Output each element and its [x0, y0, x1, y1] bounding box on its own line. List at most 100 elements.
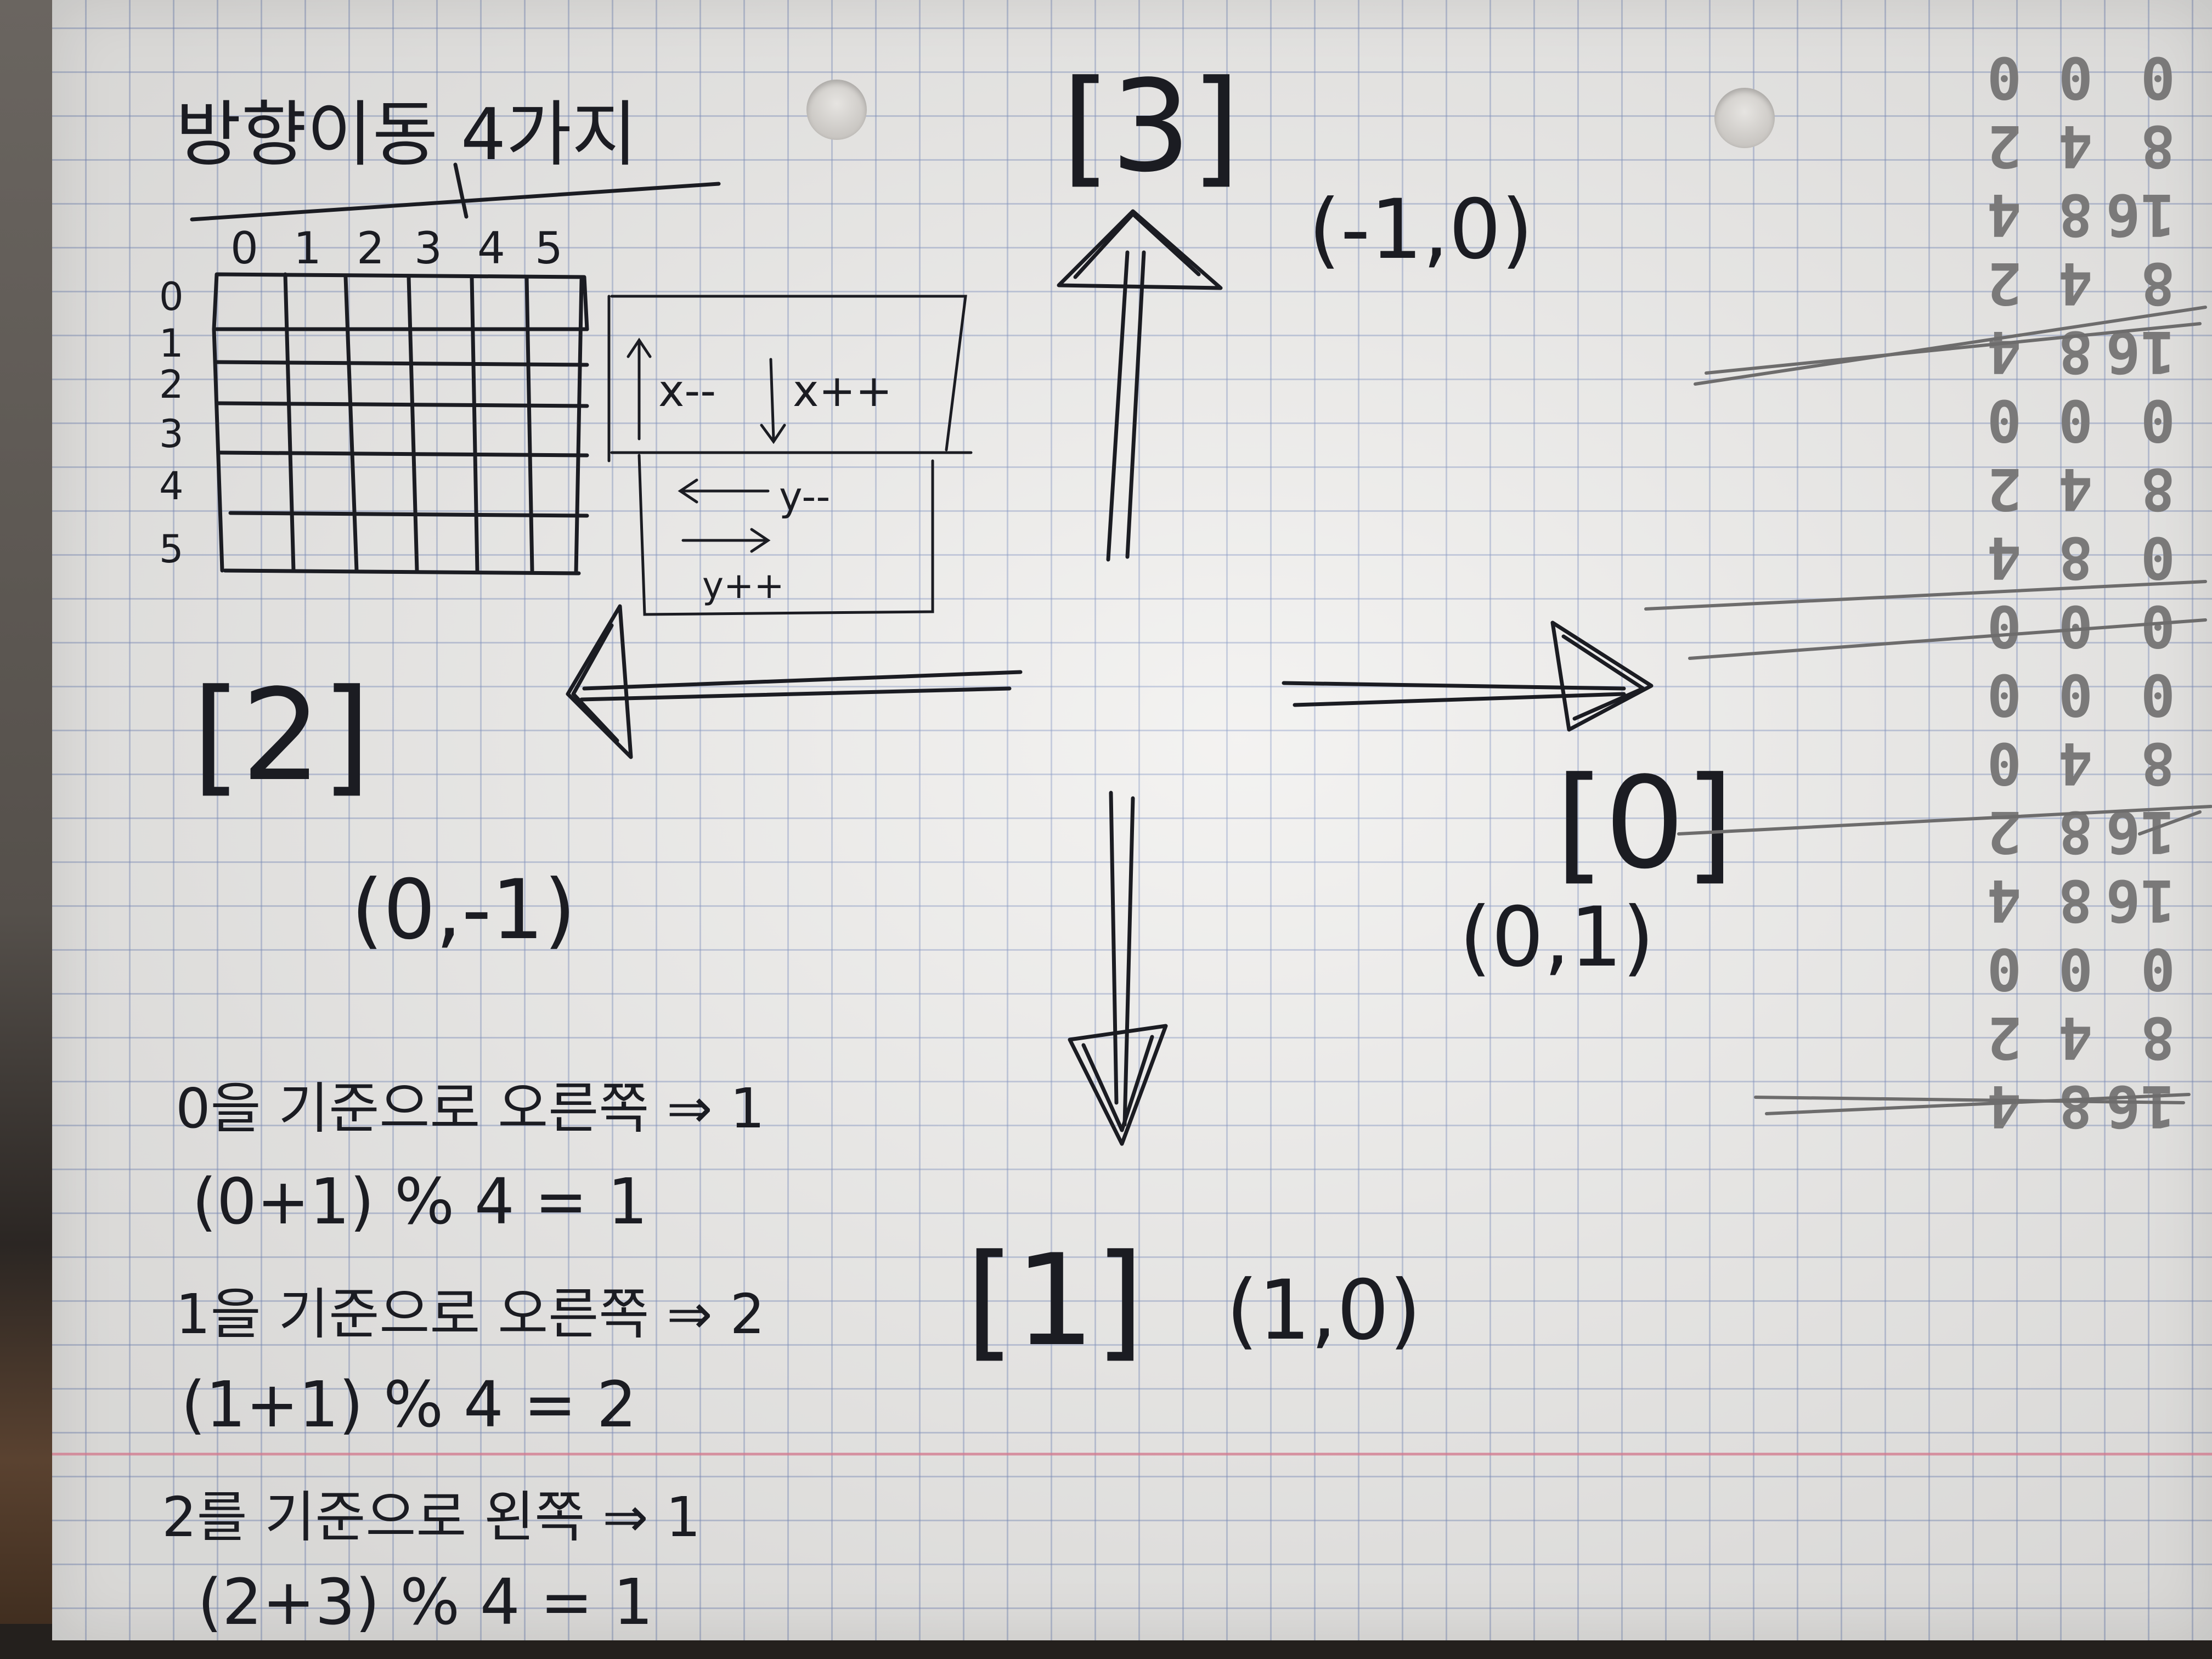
pencil-number: 0: [2141, 44, 2175, 111]
right-index-label: [0]: [1555, 751, 1734, 897]
pencil-number: 0: [1987, 592, 2022, 659]
pencil-numbers: 1684842000168416828400000000848420001684…: [1987, 44, 2175, 1139]
label-y-minus: y--: [779, 473, 830, 520]
direction-right: [0] (0,1): [1282, 620, 1734, 985]
pencil-number: 8: [2058, 524, 2093, 591]
pencil-number: 8: [2058, 867, 2093, 934]
pencil-number: 4: [2058, 455, 2093, 522]
pencil-number: 16: [2106, 1073, 2175, 1139]
pencil-number: 8: [2058, 1073, 2093, 1139]
pencil-number: 2: [1987, 455, 2022, 522]
down-arrow-head: [1068, 1024, 1168, 1146]
pencil-number: 0: [2058, 935, 2093, 1002]
down-vector-label: (1,0): [1226, 1263, 1421, 1358]
row-label-5: 5: [159, 527, 184, 572]
label-x-minus: x--: [658, 365, 716, 416]
pencil-number: 16: [2106, 181, 2175, 248]
right-vector-label: (0,1): [1459, 890, 1655, 985]
pencil-number: 8: [2058, 181, 2093, 248]
pencil-number: 2: [1987, 1004, 2022, 1071]
pencil-number: 0: [2141, 661, 2175, 728]
pencil-number: 8: [2141, 1004, 2175, 1071]
pencil-number: 4: [2058, 112, 2093, 179]
red-margin-line: [52, 1453, 2212, 1455]
pencil-number: 4: [2058, 730, 2093, 797]
direction-left: [2] (0,-1): [192, 604, 1023, 958]
rule-1-text: 1을 기준으로 오른쪽 ⇒ 2: [176, 1282, 765, 1346]
row-label-2: 2: [159, 362, 184, 407]
punch-hole-right: [1714, 88, 1775, 148]
rotation-rules: 0을 기준으로 오른쪽 ⇒ 1 (0+1) % 4 = 1 1을 기준으로 오른…: [162, 1076, 765, 1639]
pencil-number: 0: [1987, 730, 2022, 797]
row-label-4: 4: [159, 464, 184, 509]
row-label-3: 3: [159, 411, 184, 456]
punch-hole-left: [806, 80, 867, 140]
pencil-number: 8: [2141, 112, 2175, 179]
pencil-number: 0: [2058, 44, 2093, 111]
pencil-number: 0: [1987, 44, 2022, 111]
pencil-number: 0: [2141, 524, 2175, 591]
pencil-strikethroughs: [1644, 306, 2212, 1115]
title-underline: [190, 182, 721, 222]
pencil-number: 0: [2141, 935, 2175, 1002]
label-y-plus: y++: [702, 565, 785, 607]
pencil-number: 4: [1987, 867, 2022, 934]
pencil-number: 8: [2141, 730, 2175, 797]
up-vector-label: (-1,0): [1308, 182, 1533, 278]
rule-0-formula: (0+1) % 4 = 1: [192, 1165, 648, 1239]
col-label-3: 3: [414, 223, 442, 274]
title-text: 방향이동 4가지: [176, 93, 637, 176]
hand-drawn-grid: [212, 272, 589, 575]
move-box: x-- x++ y-- y++: [607, 295, 973, 616]
pencil-number: 16: [2106, 867, 2175, 934]
col-label-5: 5: [535, 223, 563, 274]
up-index-label: [3]: [1062, 54, 1240, 200]
direction-up: [3] (-1,0): [1057, 54, 1533, 562]
pencil-number: 4: [1987, 181, 2022, 248]
direction-down: [1] (1,0): [966, 791, 1421, 1374]
pencil-number: 0: [2058, 661, 2093, 728]
pencil-number: 2: [1987, 250, 2022, 317]
grid-row-labels: 0 1 2 3 4 5: [159, 274, 184, 572]
pencil-number: 4: [1987, 524, 2022, 591]
pencil-number: 0: [1987, 935, 2022, 1002]
pencil-number: 8: [2141, 455, 2175, 522]
left-vector-label: (0,-1): [351, 862, 576, 958]
up-arrow-head: [1057, 209, 1223, 290]
pencil-number: 8: [2141, 250, 2175, 317]
pencil-number: 8: [2058, 798, 2093, 865]
pencil-number: 2: [1987, 112, 2022, 179]
pencil-number: 0: [1987, 661, 2022, 728]
label-x-plus: x++: [793, 365, 892, 416]
pencil-number: 0: [1987, 387, 2022, 454]
left-arrow-head: [566, 604, 633, 759]
pencil-number: 4: [1987, 1073, 2022, 1139]
rule-2-formula: (2+3) % 4 = 1: [198, 1566, 653, 1639]
row-label-0: 0: [159, 274, 184, 319]
right-arrow-shaft: [1282, 681, 1626, 707]
down-arrow-shaft: [1109, 791, 1135, 1127]
pencil-number: 0: [2058, 592, 2093, 659]
rule-1-formula: (1+1) % 4 = 2: [181, 1368, 637, 1442]
rule-2-text: 2를 기준으로 왼쪽 ⇒ 1: [162, 1485, 701, 1549]
col-label-0: 0: [230, 223, 258, 274]
rule-0-text: 0을 기준으로 오른쪽 ⇒ 1: [176, 1076, 765, 1141]
title-stroke: [453, 162, 469, 219]
pencil-number: 4: [2058, 250, 2093, 317]
down-index-label: [1]: [966, 1228, 1144, 1374]
right-arrow-head: [1550, 620, 1654, 732]
left-index-label: [2]: [192, 663, 371, 809]
col-label-1: 1: [294, 223, 321, 274]
col-label-4: 4: [477, 223, 505, 274]
pencil-number: 4: [1987, 318, 2022, 385]
grid-column-labels: 0 1 2 3 4 5: [230, 223, 563, 274]
pencil-number: 0: [2058, 387, 2093, 454]
up-arrow-shaft: [1106, 250, 1146, 562]
row-label-1: 1: [159, 321, 184, 366]
pencil-number: 2: [1987, 798, 2022, 865]
col-label-2: 2: [357, 223, 385, 274]
pencil-number: 0: [2141, 387, 2175, 454]
left-arrow-shaft: [579, 670, 1023, 702]
pencil-number: 4: [2058, 1004, 2093, 1071]
